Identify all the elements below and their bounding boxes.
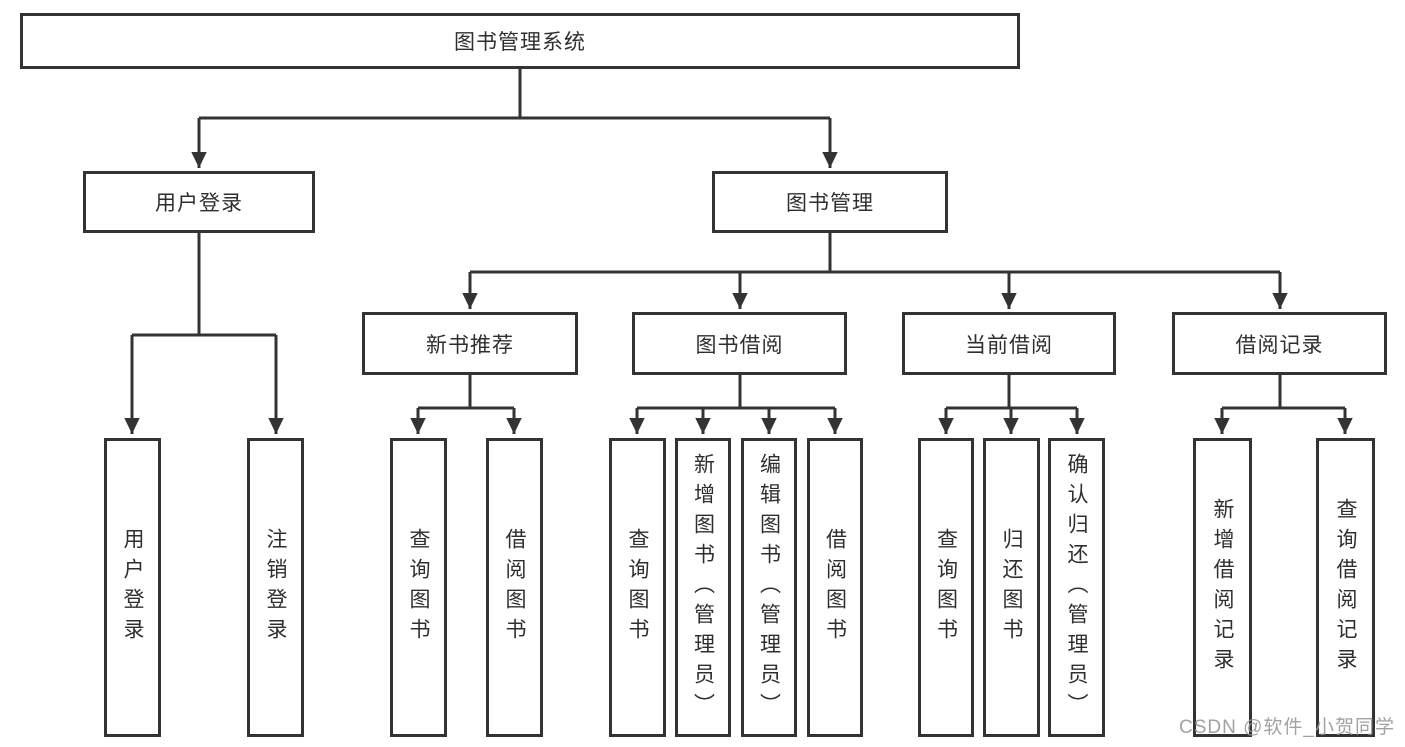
connector-arrows (124, 118, 1353, 434)
leaf-label: 借阅图书 (823, 527, 847, 648)
leaf-label: 查询图书 (407, 527, 430, 648)
node-label: 新书推荐 (426, 333, 514, 357)
leaf-label: 新增借阅记录 (1211, 497, 1234, 678)
node-borrowing-records: 借阅记录 (1172, 312, 1387, 375)
leaf-label: 编辑图书（管理员） (757, 452, 781, 723)
leaf-edit-book-admin: 编辑图书（管理员） (741, 438, 797, 737)
leaf-label: 确认归还（管理员） (1065, 452, 1088, 723)
leaf-query-books-current: 查询图书 (918, 438, 974, 737)
node-label: 图书借阅 (695, 333, 784, 357)
node-root-library-system: 图书管理系统 (20, 13, 1020, 69)
node-current-borrowing: 当前借阅 (902, 312, 1116, 375)
leaf-label: 借阅图书 (503, 527, 526, 648)
node-new-book-recommend: 新书推荐 (362, 312, 578, 375)
node-root-label: 图书管理系统 (454, 31, 586, 54)
node-user-login-module: 用户登录 (83, 171, 315, 233)
node-label: 用户登录 (155, 192, 243, 215)
leaf-return-book: 归还图书 (983, 438, 1040, 737)
leaf-label: 查询图书 (934, 527, 958, 648)
leaf-label: 查询图书 (626, 527, 649, 648)
leaf-query-books-borrowing: 查询图书 (609, 438, 666, 737)
leaf-label: 新增图书（管理员） (691, 452, 715, 723)
leaf-borrow-books-borrowing: 借阅图书 (807, 438, 863, 737)
leaf-add-borrow-record: 新增借阅记录 (1193, 438, 1252, 737)
leaf-label: 查询借阅记录 (1334, 497, 1357, 678)
node-book-management-module: 图书管理 (712, 171, 948, 233)
leaf-label: 归还图书 (1000, 527, 1023, 648)
leaf-query-books-recommend: 查询图书 (390, 438, 447, 737)
leaf-confirm-return-admin: 确认归还（管理员） (1048, 438, 1105, 737)
leaf-label: 注销登录 (264, 527, 287, 648)
leaf-logout: 注销登录 (247, 438, 304, 737)
leaf-query-borrow-record: 查询借阅记录 (1316, 438, 1375, 737)
leaf-label: 用户登录 (121, 527, 144, 648)
node-label: 借阅记录 (1235, 333, 1324, 357)
leaf-user-login: 用户登录 (104, 438, 161, 737)
leaf-add-book-admin: 新增图书（管理员） (675, 438, 731, 737)
csdn-watermark: CSDN @软件_小贺同学 (1179, 717, 1395, 738)
node-label: 图书管理 (786, 192, 874, 215)
node-book-borrowing: 图书借阅 (632, 312, 847, 375)
node-label: 当前借阅 (965, 333, 1053, 357)
connector-trunks (132, 69, 1345, 410)
leaf-borrow-books-recommend: 借阅图书 (486, 438, 543, 737)
